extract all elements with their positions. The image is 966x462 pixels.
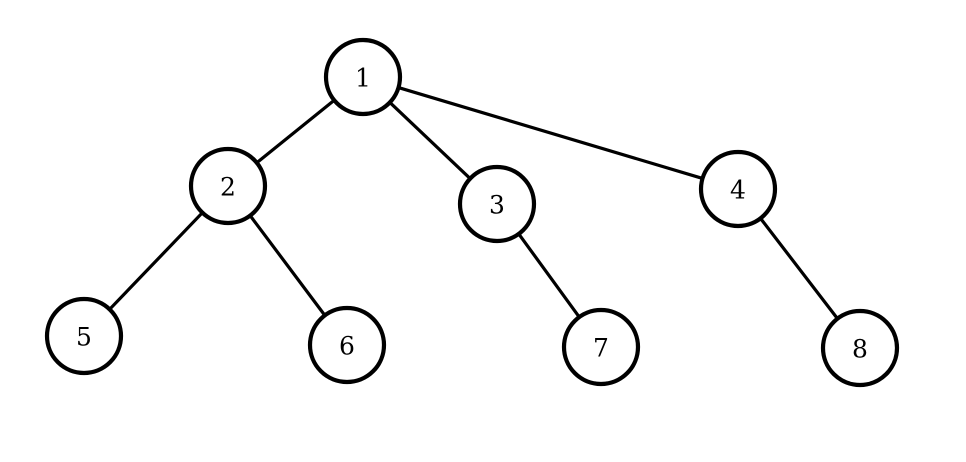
node-2[interactable]: 2 xyxy=(188,146,268,226)
node-circle-6[interactable] xyxy=(307,305,387,385)
node-circle-5[interactable] xyxy=(44,296,124,376)
node-circle-4[interactable] xyxy=(698,149,778,229)
node-7[interactable]: 7 xyxy=(561,307,641,387)
node-circle-7[interactable] xyxy=(561,307,641,387)
node-label-8: 8 xyxy=(852,335,868,364)
node-label-6: 6 xyxy=(339,332,355,361)
node-6[interactable]: 6 xyxy=(307,305,387,385)
node-circle-8[interactable] xyxy=(820,308,900,388)
node-label-1: 1 xyxy=(355,64,371,93)
node-circle-2[interactable] xyxy=(188,146,268,226)
node-4[interactable]: 4 xyxy=(698,149,778,229)
node-3[interactable]: 3 xyxy=(457,164,537,244)
nodes-layer: 1 2 3 4 5 6 7 8 xyxy=(44,37,900,388)
node-label-7: 7 xyxy=(593,334,609,363)
node-label-2: 2 xyxy=(220,173,236,202)
node-1[interactable]: 1 xyxy=(323,37,403,117)
node-5[interactable]: 5 xyxy=(44,296,124,376)
node-circle-3[interactable] xyxy=(457,164,537,244)
edge-2-5 xyxy=(108,211,204,311)
edge-2-6 xyxy=(248,214,327,317)
node-circle-1[interactable] xyxy=(323,37,403,117)
node-8[interactable]: 8 xyxy=(820,308,900,388)
node-label-3: 3 xyxy=(489,191,505,220)
edge-1-4 xyxy=(396,85,705,181)
node-label-5: 5 xyxy=(76,323,92,352)
edge-4-8 xyxy=(758,216,840,321)
node-label-4: 4 xyxy=(730,176,746,205)
edges-layer xyxy=(108,85,840,321)
edge-1-3 xyxy=(388,100,472,181)
edge-1-2 xyxy=(255,98,336,165)
edge-3-7 xyxy=(517,232,581,319)
